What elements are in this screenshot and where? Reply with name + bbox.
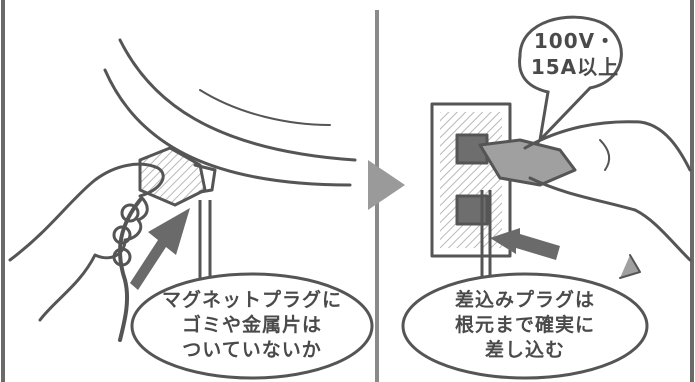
voltage-line-1: 100V・ [533, 29, 617, 53]
right-callout-line-2: 根元まで確実に [454, 314, 595, 336]
insert-arrow-icon [490, 228, 560, 260]
push-arrow-icon [130, 208, 190, 290]
right-callout-line-1: 差込みプラグは [454, 289, 595, 311]
appliance-body-edge [103, 68, 352, 187]
left-callout-text: マグネットプラグに ゴミや金属片は ついていないか [140, 288, 364, 363]
cord-bead [112, 225, 132, 245]
next-step-arrow-icon [368, 160, 405, 210]
voltage-bubble-text: 100V・ 15A以上 [520, 28, 630, 80]
right-callout-text: 差込みプラグは 根元まで確実に 差し込む [412, 288, 638, 363]
cord-bead [120, 203, 140, 223]
left-callout-line-3: ついていないか [182, 339, 322, 361]
power-plug-icon [478, 138, 577, 187]
appliance-highlight [199, 89, 331, 126]
right-callout-line-3: 差し込む [484, 339, 565, 361]
appliance-rim [118, 38, 357, 162]
cord-bead [112, 247, 132, 267]
right-hand [523, 120, 692, 172]
voltage-line-2: 15A以上 [530, 55, 620, 79]
voltage-bubble [518, 15, 623, 145]
left-callout-line-1: マグネットプラグに [161, 289, 342, 311]
right-panel-drawing [430, 102, 692, 279]
left-callout-line-2: ゴミや金属片は [181, 314, 322, 336]
left-panel-drawing [8, 38, 357, 342]
right-callout-bubble [401, 272, 649, 380]
left-hand [8, 162, 165, 322]
left-callout-bubble [130, 272, 374, 380]
magnetic-plug-icon [138, 146, 217, 207]
